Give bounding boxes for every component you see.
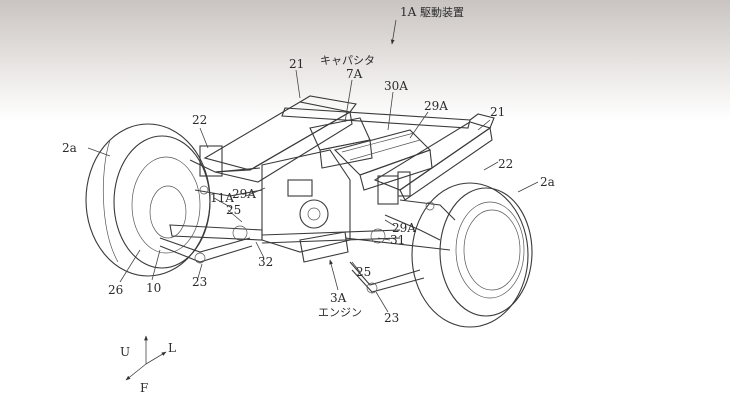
label-drive-unit: 駆動装置 — [420, 5, 464, 19]
label-31: 31 — [390, 233, 405, 247]
axle — [169, 224, 451, 251]
label-26: 26 — [108, 283, 123, 297]
label-32: 32 — [258, 255, 273, 269]
axis-label-up: U — [120, 345, 130, 359]
label-22-left: 22 — [192, 113, 207, 127]
capacitor-and-battery — [309, 117, 433, 191]
label-3A: 3A — [330, 291, 347, 305]
frame — [203, 95, 495, 201]
label-capacitor: キャパシタ — [320, 54, 375, 67]
axis-indicator: U L F — [120, 335, 176, 395]
label-10: 10 — [146, 281, 161, 295]
label-25-left: 25 — [226, 203, 241, 217]
label-29A-left: 29A — [232, 187, 256, 201]
label-11A: 11A — [210, 191, 234, 205]
label-29A-top: 29A — [424, 99, 448, 113]
label-23-right: 23 — [384, 311, 399, 325]
label-engine: エンジン — [318, 306, 362, 319]
axis-label-front: F — [140, 381, 148, 395]
leader-lines — [87, 19, 539, 313]
brackets — [199, 145, 411, 205]
label-21-right: 21 — [490, 105, 505, 119]
lower-arms — [159, 237, 425, 294]
label-23-left: 23 — [192, 275, 207, 289]
label-30A: 30A — [384, 79, 408, 93]
label-21-left: 21 — [289, 57, 304, 71]
label-2a-right: 2a — [540, 175, 555, 189]
label-25-right: 25 — [356, 265, 371, 279]
engine — [261, 149, 351, 263]
upper-links — [189, 159, 456, 241]
label-1A: 1A — [400, 5, 417, 19]
left-wheel — [85, 123, 211, 277]
label-22-right: 22 — [498, 157, 513, 171]
label-2a-left: 2a — [62, 141, 77, 155]
label-7A: 7A — [346, 67, 363, 81]
axis-label-left: L — [168, 341, 176, 355]
right-wheel — [411, 182, 533, 328]
label-29A-right: 29A — [392, 221, 416, 235]
